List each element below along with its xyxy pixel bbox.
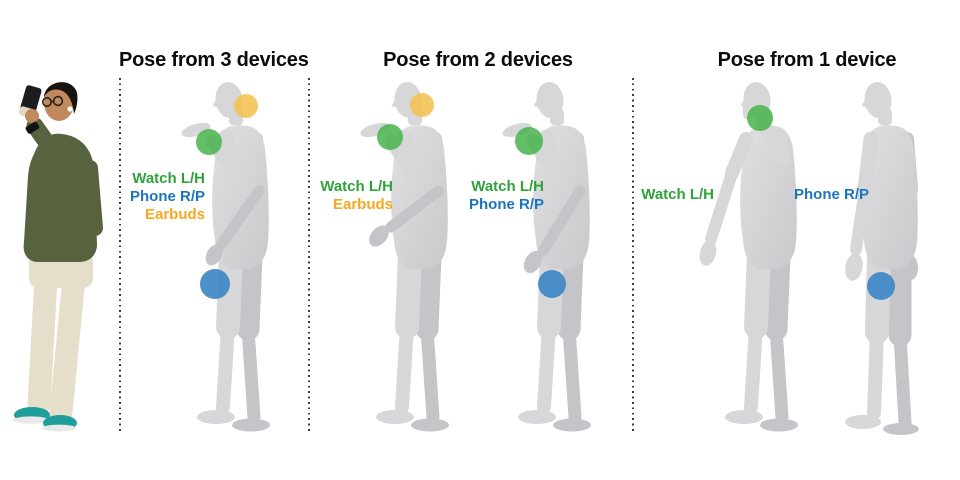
photo-left-arm (25, 109, 61, 159)
mesh-right-arm (205, 185, 265, 266)
device-label-phone: Phone R/P (468, 196, 544, 213)
dotted-divider-photo (119, 78, 121, 431)
smartwatch (25, 121, 40, 134)
watch-marker (515, 127, 543, 155)
earbud-in-ear (67, 106, 73, 112)
device-label-watch: Watch L/H (320, 178, 393, 195)
body-mesh-phone-only (845, 80, 919, 435)
body-mesh-watch-earbuds (361, 80, 471, 433)
device-label-phone: Phone R/P (793, 186, 869, 203)
photo-head (41, 82, 78, 121)
device-label-watch: Watch L/H (471, 178, 544, 195)
label-block-watch-only: Watch L/H (614, 186, 714, 204)
body-mesh-watch-only (699, 80, 820, 433)
label-block-watch-earbuds: Watch L/H Earbuds (293, 178, 393, 214)
watch-marker (196, 129, 222, 155)
earbuds-marker (410, 93, 434, 117)
photo-legs (27, 252, 93, 424)
phone-marker (200, 269, 230, 299)
mesh-right-arm (369, 185, 444, 247)
dotted-divider-2 (632, 78, 634, 431)
mesh-head (533, 80, 566, 125)
label-block-3-devices: Watch L/H Phone R/P Earbuds (105, 170, 205, 224)
earbuds-marker (234, 94, 258, 118)
mesh-right-arm (699, 132, 753, 266)
device-label-phone: Phone R/P (129, 188, 205, 205)
mesh-head (861, 80, 894, 125)
photo-torso-sweater (23, 133, 97, 262)
section-title-1-device: Pose from 1 device (717, 49, 897, 71)
reference-photo-person (13, 82, 103, 432)
mesh-right-arm (845, 131, 879, 281)
section-title-2-devices: Pose from 2 devices (383, 49, 573, 71)
photo-glasses (41, 95, 64, 107)
device-label-earbuds: Earbuds (332, 196, 393, 213)
photo-shoes (13, 407, 77, 432)
phone-marker (867, 272, 895, 300)
device-label-earbuds: Earbuds (144, 206, 205, 223)
device-label-watch: Watch L/H (132, 170, 205, 187)
body-mesh-watch-phone (503, 80, 613, 433)
device-label-watch: Watch L/H (641, 186, 714, 203)
section-title-3-devices: Pose from 3 devices (119, 49, 309, 71)
mesh-right-arm (523, 185, 586, 274)
label-block-phone-only: Phone R/P (769, 186, 869, 204)
dotted-divider-1 (308, 78, 310, 431)
body-mesh-3-devices (182, 80, 292, 433)
label-block-watch-phone: Watch L/H Phone R/P (444, 178, 544, 214)
watch-marker (747, 105, 773, 131)
phone-marker (538, 270, 566, 298)
watch-marker (377, 124, 403, 150)
